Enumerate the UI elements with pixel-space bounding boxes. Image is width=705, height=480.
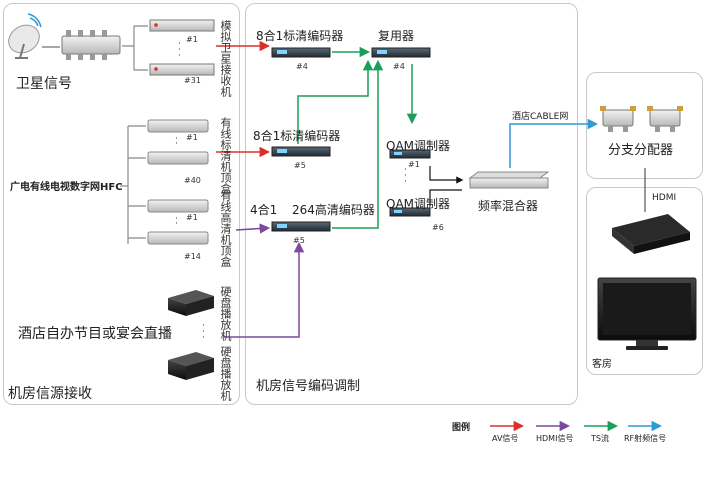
hd-set-top-box-icon: ·· <box>147 199 209 245</box>
sd-set-top-box-icon: ·· <box>147 119 209 165</box>
svg-text:·: · <box>202 327 205 337</box>
hd-encoder-prefix: 4合1 <box>250 203 278 217</box>
splitter-icon <box>600 106 683 132</box>
qam-modulator-2-number: #6 <box>432 223 444 232</box>
hd-stb-first-number: #1 <box>186 213 198 222</box>
sd-encoder-1-icon <box>271 47 331 58</box>
satellite-receiver-label: 模拟卫星接收机 <box>219 20 232 97</box>
legend-ts-label: TS流 <box>591 434 609 443</box>
sd-encoder-2-number: #5 <box>294 161 306 170</box>
svg-text:·: · <box>202 321 205 331</box>
svg-text:·: · <box>175 214 178 224</box>
sat-receiver-first-number: #1 <box>186 35 198 44</box>
multiplexer-icon <box>371 47 431 58</box>
qam-modulator-2-label: QAM调制器 <box>386 197 451 211</box>
svg-text:·: · <box>404 165 407 175</box>
svg-text:·: · <box>175 139 178 149</box>
svg-text:·: · <box>178 45 181 55</box>
svg-text:·: · <box>175 219 178 229</box>
qam-modulator-1-number: #1 <box>408 160 420 169</box>
hdd-player-icon: ··· <box>168 290 214 380</box>
hdd-player-1-label: 硬盘播放机 <box>219 286 232 341</box>
sd-stb-label: 有线标清机顶盒 <box>219 117 232 194</box>
hfc-label: 广电有线电视数字网HFC <box>10 182 123 193</box>
sd-stb-last-number: #40 <box>184 176 201 185</box>
tv-icon <box>597 277 697 350</box>
satellite-receiver-icon: ··· <box>149 19 215 76</box>
source-panel-title: 机房信源接收 <box>8 386 92 402</box>
svg-text:·: · <box>175 134 178 144</box>
hd-stb-last-number: #14 <box>184 252 201 261</box>
frequency-mixer-icon <box>468 171 550 189</box>
hd-encoder-label: 264高清编码器 <box>292 203 375 217</box>
satellite-dish-icon <box>8 13 42 59</box>
room-set-top-box-icon <box>612 214 690 254</box>
svg-text:·: · <box>202 333 205 343</box>
svg-text:·: · <box>404 177 407 187</box>
sd-encoder-2-label: 8合1标清编码器 <box>253 129 341 143</box>
satellite-label: 卫星信号 <box>16 76 72 92</box>
frequency-mixer-label: 频率混合器 <box>478 199 539 213</box>
sd-encoder-2-icon <box>271 146 331 157</box>
legend-hdmi-label: HDMI信号 <box>536 434 574 443</box>
legend-av-label: AV信号 <box>492 434 519 443</box>
splitter-label: 分支分配器 <box>608 143 674 158</box>
svg-text:·: · <box>178 51 181 61</box>
hd-stb-label: 有线高清机顶盒 <box>219 190 232 267</box>
qam-modulator-1-label: QAM调制器 <box>386 139 451 153</box>
sd-stb-first-number: #1 <box>186 133 198 142</box>
sd-encoder-1-number: #4 <box>296 62 308 71</box>
qam-modulator-icon: ··· <box>389 149 431 217</box>
room-panel-title: 客房 <box>592 359 612 370</box>
hdd-player-2-label: 硬盘播放机 <box>219 346 232 401</box>
hotel-cable-label: 酒店CABLE网 <box>512 112 569 122</box>
encode-panel-title: 机房信号编码调制 <box>256 379 361 394</box>
multiswitch-icon <box>61 30 121 60</box>
legend-title: 图例 <box>452 423 471 433</box>
multiplexer-label: 复用器 <box>378 29 415 43</box>
hotel-program-label: 酒店自办节目或宴会直播 <box>18 326 172 342</box>
hd-encoder-number: #5 <box>293 236 305 245</box>
multiplexer-number: #4 <box>393 62 405 71</box>
sat-receiver-last-number: #31 <box>184 76 201 85</box>
sd-encoder-1-label: 8合1标清编码器 <box>256 29 344 43</box>
svg-text:·: · <box>404 171 407 181</box>
hd-encoder-icon <box>271 221 331 232</box>
hdmi-label: HDMI <box>652 193 677 203</box>
legend-rf-label: RF射频信号 <box>624 434 667 443</box>
svg-text:·: · <box>178 39 181 49</box>
